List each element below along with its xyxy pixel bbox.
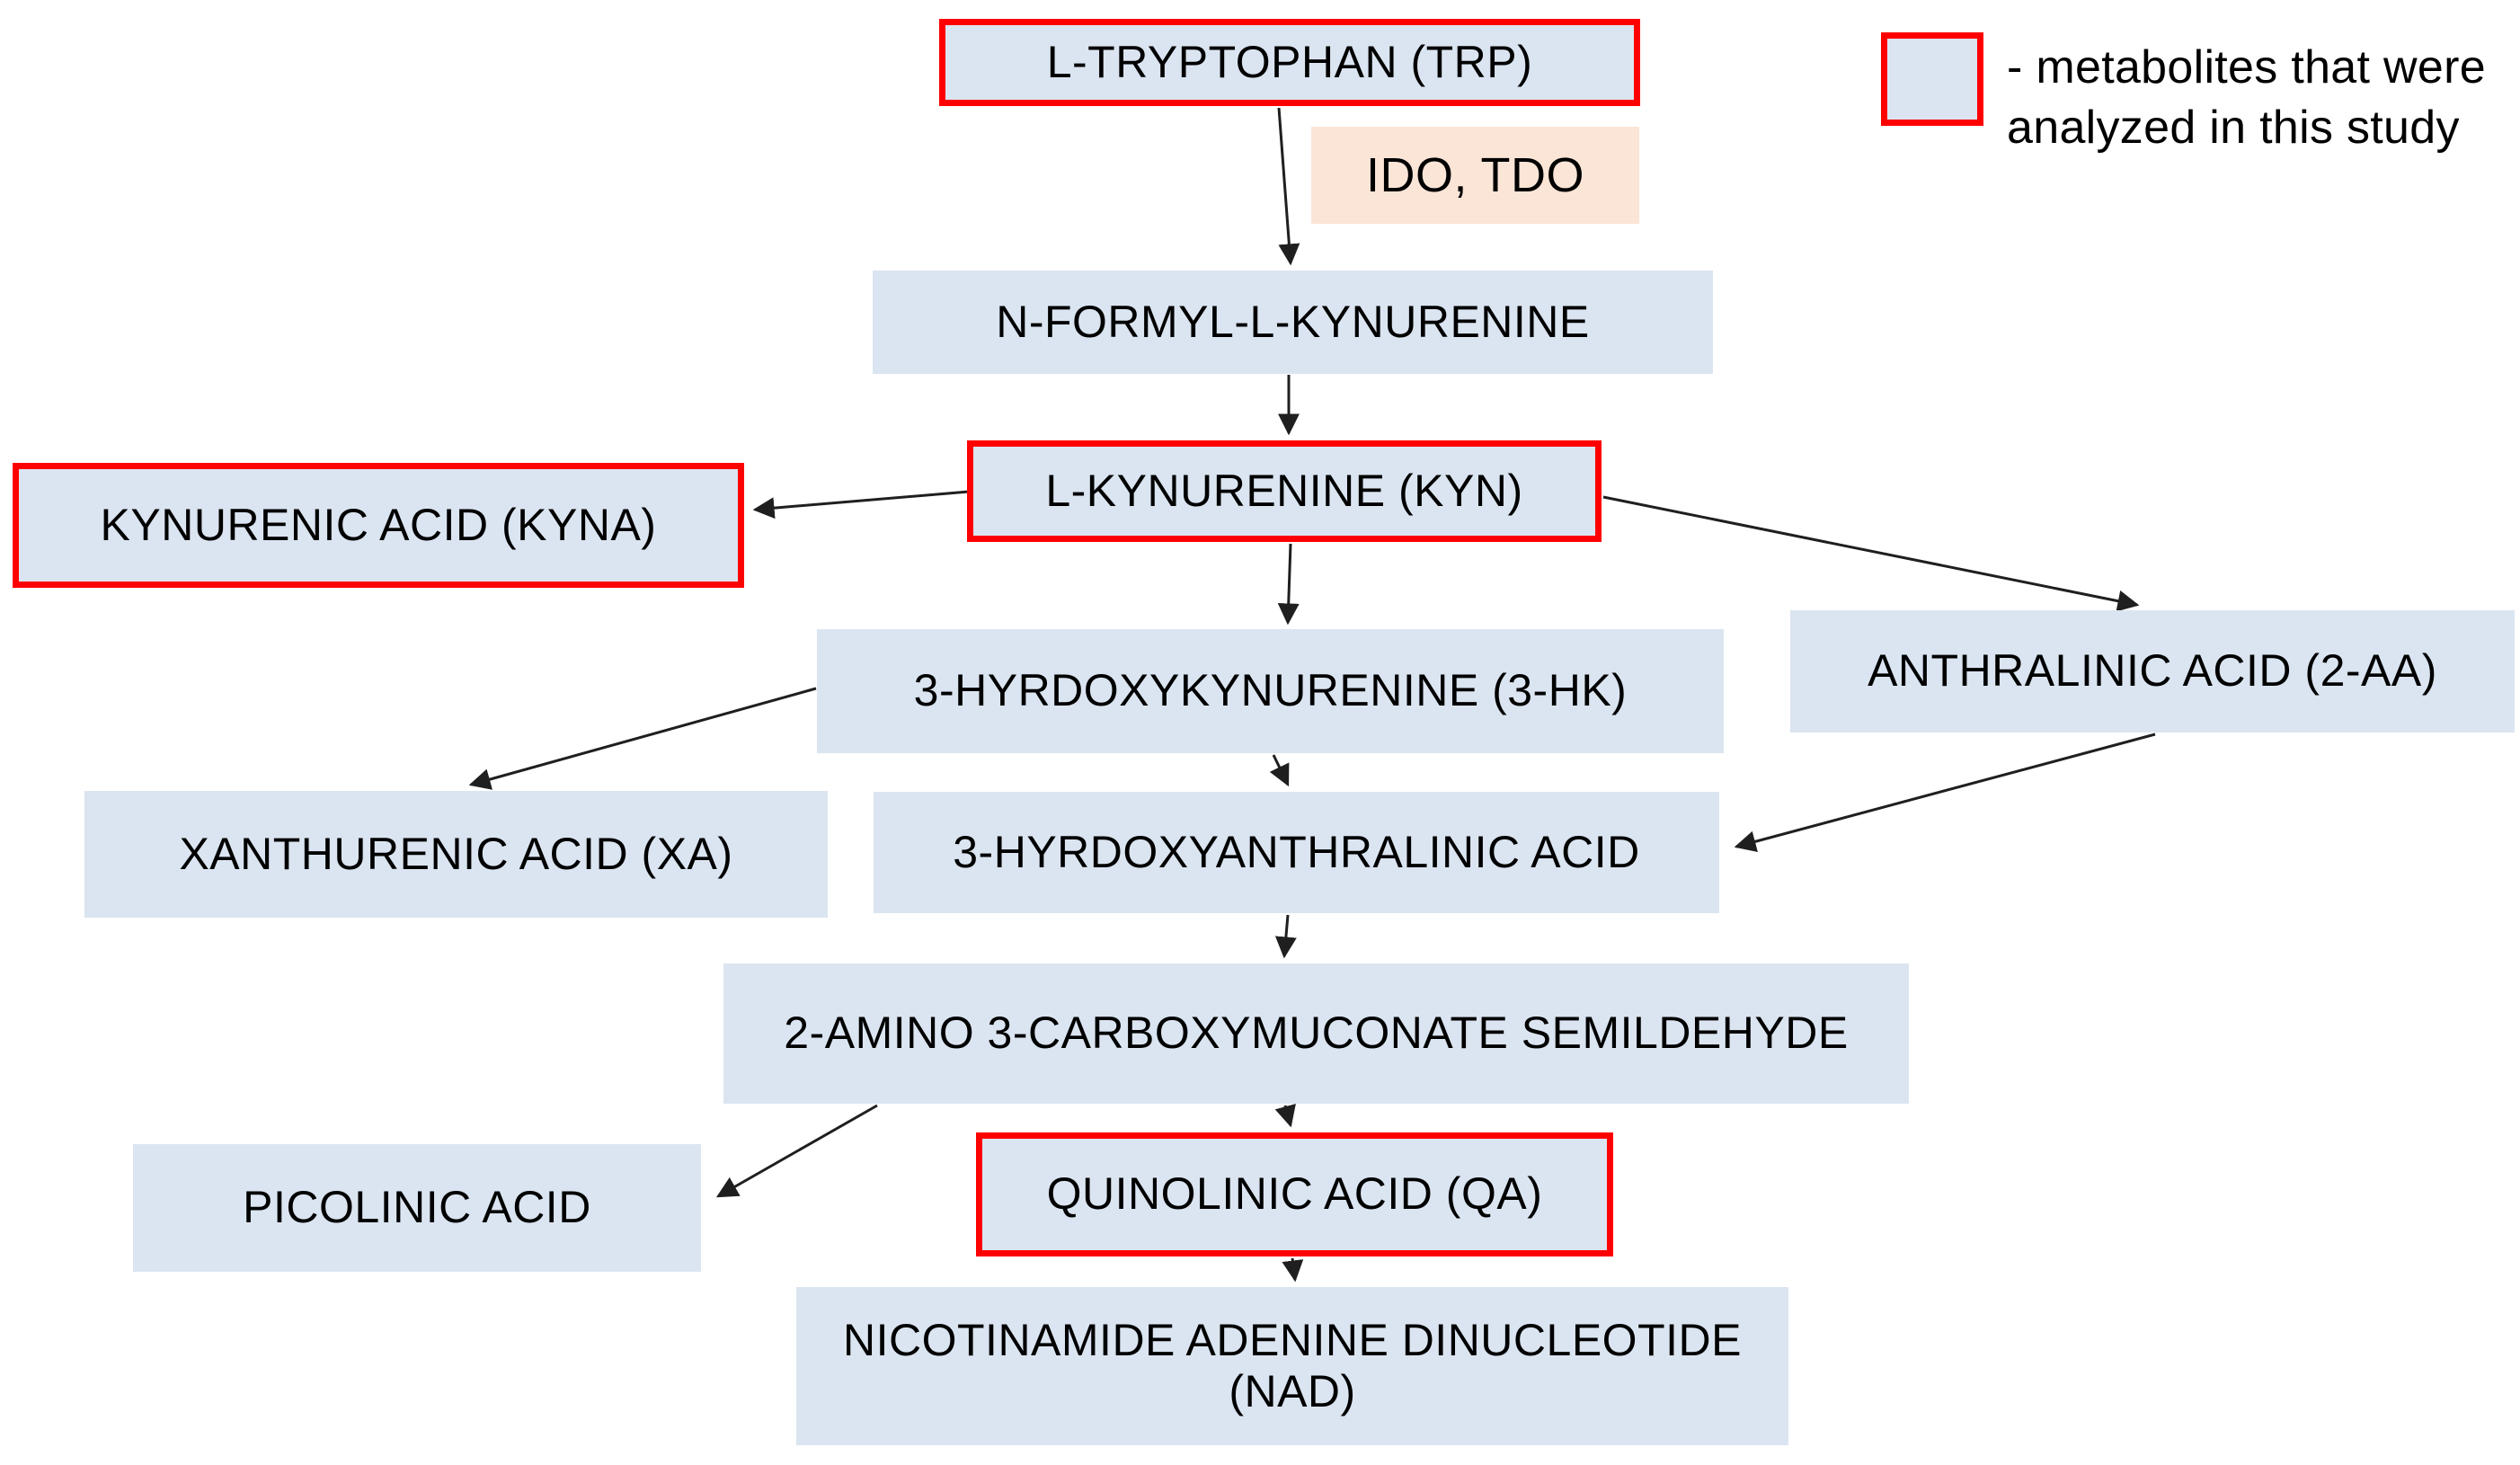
node-label: (NAD) [1229, 1366, 1356, 1416]
node-3-hydroxykynurenine: 3-HYRDOXYKYNURENINE (3-HK) [817, 629, 1724, 753]
arrow-kyn-to-2aa [1602, 495, 2140, 612]
node-label: N-FORMYL-L-KYNURENINE [996, 296, 1590, 347]
node-label: NICOTINAMIDE ADENINE DINUCLEOTIDE [843, 1314, 1742, 1365]
arrow-acms-to-qa [1274, 1104, 1296, 1128]
arrow-3hk-to-xa [468, 687, 817, 790]
arrow-qa-to-nad [1282, 1257, 1304, 1283]
arrow-3hk-to-3haa [1269, 754, 1290, 787]
node-xanthurenic-acid: XANTHURENIC ACID (XA) [84, 791, 828, 918]
legend-line-2: analyzed in this study [2007, 102, 2460, 154]
arrow-trp-to-nfk [1277, 107, 1300, 266]
node-n-formyl-l-kynurenine: N-FORMYL-L-KYNURENINE [873, 271, 1713, 374]
node-l-tryptophan: L-TRYPTOPHAN (TRP) [939, 19, 1640, 106]
arrow-3haa-to-acms [1274, 914, 1297, 959]
node-3-hydroxyanthralinic-acid: 3-HYRDOXYANTHRALINIC ACID [874, 792, 1719, 913]
node-quinolinic-acid: QUINOLINIC ACID (QA) [976, 1132, 1613, 1256]
arrow-acms-to-picolinic [715, 1104, 878, 1198]
node-label: L-KYNURENINE (KYN) [1045, 465, 1523, 516]
enzyme-label-box: IDO, TDO [1311, 127, 1639, 224]
node-label: 3-HYRDOXYKYNURENINE (3-HK) [913, 665, 1628, 716]
node-nad: NICOTINAMIDE ADENINE DINUCLEOTIDE (NAD) [796, 1287, 1788, 1445]
node-label: 3-HYRDOXYANTHRALINIC ACID [953, 826, 1640, 877]
arrow-kyn-to-3hk [1277, 543, 1300, 626]
node-label: ANTHRALINIC ACID (2-AA) [1868, 645, 2437, 697]
node-label: PICOLINIC ACID [243, 1182, 591, 1233]
node-label: 2-AMINO 3-CARBOXYMUCONATE SEMILDEHYDE [784, 1008, 1849, 1059]
node-label: L-TRYPTOPHAN (TRP) [1046, 36, 1533, 87]
legend-text: - metabolites that were analyzed in this… [2007, 38, 2486, 158]
node-picolinic-acid: PICOLINIC ACID [133, 1144, 701, 1272]
node-label: XANTHURENIC ACID (XA) [179, 828, 733, 879]
legend-line-1: - metabolites that were [2007, 41, 2486, 93]
arrow-kyn-to-kyna [752, 490, 970, 519]
legend-swatch [1881, 32, 1983, 126]
node-l-kynurenine: L-KYNURENINE (KYN) [967, 440, 1602, 542]
enzyme-label: IDO, TDO [1365, 148, 1585, 202]
arrow-2aa-to-3haa [1734, 732, 2156, 852]
node-label: KYNURENIC ACID (KYNA) [100, 499, 657, 550]
node-label: QUINOLINIC ACID (QA) [1046, 1168, 1543, 1220]
node-2-amino-3-carboxymuconate-semialdehyde: 2-AMINO 3-CARBOXYMUCONATE SEMILDEHYDE [723, 963, 1909, 1104]
node-anthralinic-acid: ANTHRALINIC ACID (2-AA) [1790, 610, 2515, 732]
node-kynurenic-acid: KYNURENIC ACID (KYNA) [13, 463, 744, 588]
